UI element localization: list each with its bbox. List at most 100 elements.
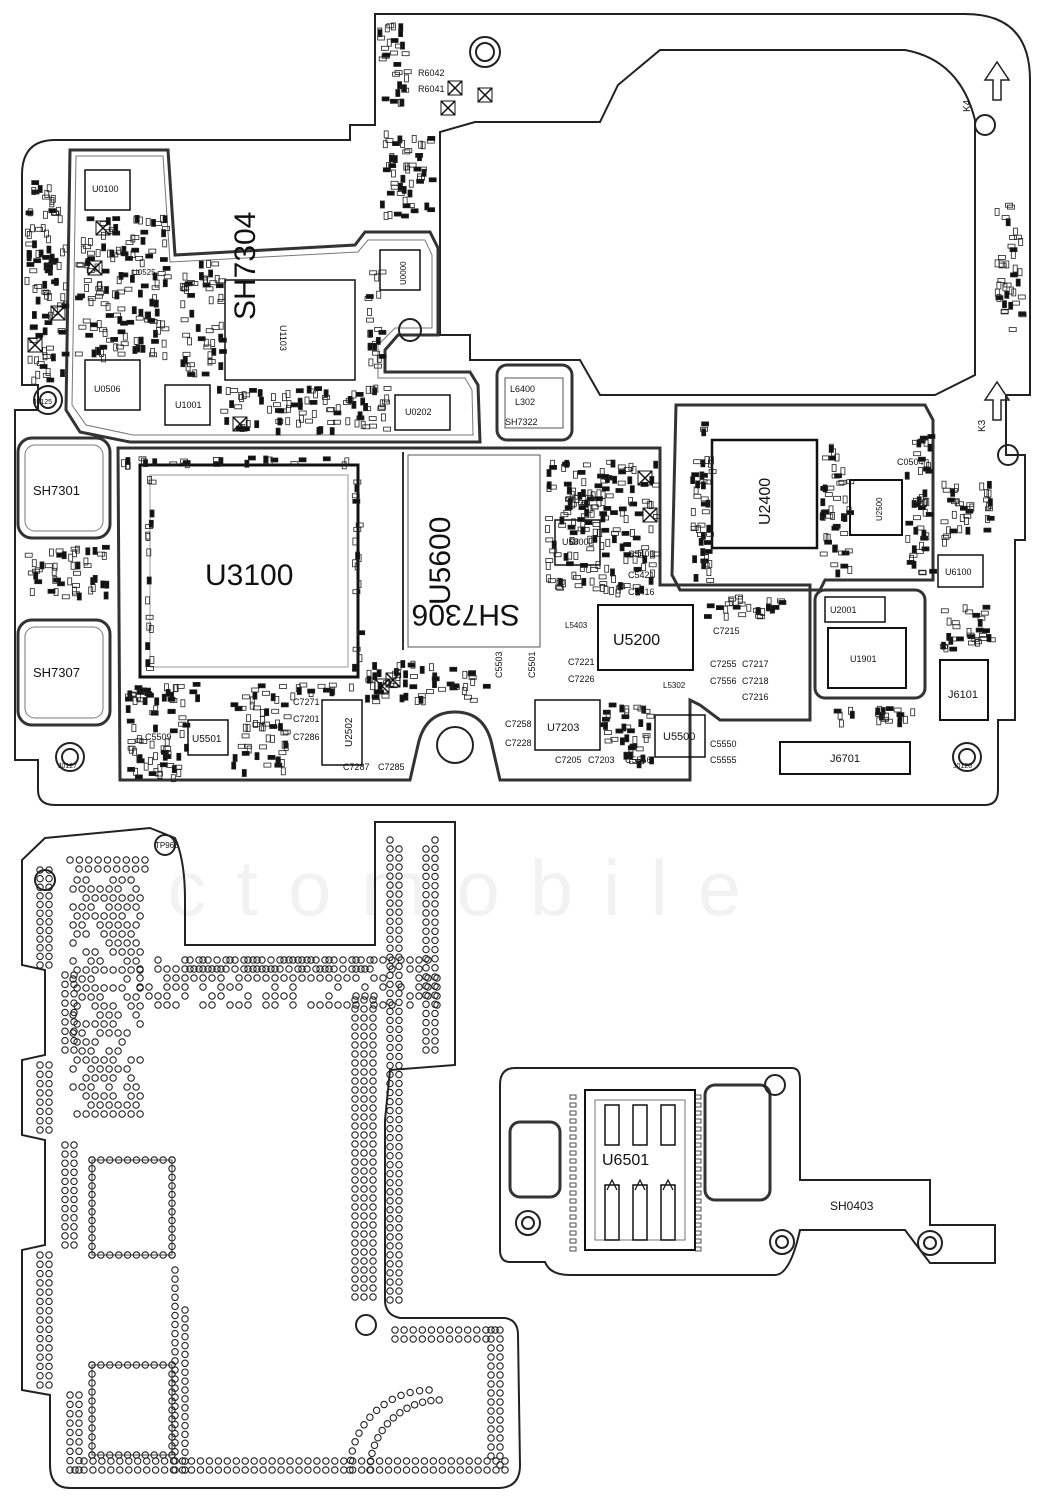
ball-pad — [277, 1457, 285, 1465]
sim-side-pad — [694, 1158, 702, 1164]
smd-pad — [309, 399, 318, 405]
smd-pad — [397, 183, 403, 192]
ball-pad — [240, 965, 248, 973]
ball-pad — [105, 921, 113, 929]
smd-pad — [842, 495, 848, 504]
ball-pad — [132, 885, 140, 893]
ball-pad — [36, 918, 44, 926]
smd-pad — [606, 459, 615, 465]
smd-pad — [138, 308, 144, 317]
smd-pad — [135, 255, 144, 261]
ball-pad — [181, 1421, 189, 1430]
cross-mark-box — [440, 100, 456, 116]
label-c5556: C5556 — [625, 755, 652, 765]
ball-pad — [496, 1353, 504, 1361]
smd-pad — [909, 552, 918, 558]
smd-pad — [99, 327, 107, 333]
ball-pad — [360, 1041, 368, 1049]
ball-pad — [69, 1029, 77, 1037]
ball-pad — [241, 1466, 249, 1474]
smd-pad — [135, 315, 144, 321]
ball-pad — [369, 1185, 377, 1193]
ball-pad — [360, 1095, 368, 1103]
label-c7287: C7287 — [343, 762, 370, 772]
ball-pad — [316, 1001, 324, 1009]
smd-pad — [383, 426, 392, 432]
ball-pad — [159, 1156, 167, 1164]
ball-pad — [160, 1457, 169, 1465]
smd-pad — [81, 245, 86, 254]
ball-pad — [45, 1279, 53, 1287]
smd-pad — [986, 489, 992, 498]
main-board-cutout — [439, 49, 976, 396]
ball-pad — [45, 1288, 53, 1296]
ball-pad — [501, 1457, 509, 1465]
ball-pad — [431, 872, 439, 881]
smd-pad — [941, 535, 950, 540]
smd-pad — [966, 502, 975, 508]
ball-pad — [223, 1466, 232, 1474]
ball-pad — [70, 1159, 78, 1167]
smd-pad — [117, 329, 126, 335]
smd-pad — [604, 730, 612, 735]
ball-pad — [258, 956, 266, 964]
ball-pad — [36, 1334, 44, 1343]
ball-pad — [82, 894, 90, 902]
ball-pad — [454, 1326, 463, 1334]
smd-pad — [187, 337, 193, 346]
ball-pad — [351, 1185, 359, 1193]
ball-pad — [351, 1212, 359, 1220]
ball-pad — [181, 1457, 189, 1465]
smd-pad — [63, 282, 68, 291]
smd-pad — [383, 211, 389, 220]
ball-pad — [123, 1251, 132, 1259]
ball-pad — [369, 1131, 377, 1139]
smd-pad — [242, 723, 248, 732]
smd-pad — [47, 588, 56, 594]
smd-pad — [951, 620, 960, 626]
smd-pad — [746, 603, 752, 612]
ball-pad — [109, 1074, 117, 1082]
label-u0525: U0525 — [132, 268, 156, 277]
ball-pad — [431, 891, 439, 899]
ball-pad — [75, 1419, 83, 1427]
ball-pad — [82, 912, 90, 920]
ball-pad — [45, 1260, 53, 1269]
ball-pad — [136, 1056, 144, 1064]
connector-j6701 — [779, 741, 911, 775]
ball-pad — [431, 1009, 439, 1018]
smd-pad — [44, 268, 53, 274]
smd-pad — [942, 487, 951, 493]
ball-pad — [132, 1156, 141, 1164]
sim-tray-inner — [594, 1099, 686, 1241]
ball-pad — [186, 965, 194, 973]
smd-pad — [348, 683, 354, 692]
ball-pad — [98, 1457, 106, 1465]
ball-pad — [123, 1065, 131, 1073]
ball-pad — [422, 936, 430, 945]
smd-pad — [126, 718, 135, 724]
ball-pad — [70, 1213, 78, 1222]
smd-pad — [267, 755, 276, 760]
ball-pad — [45, 1344, 53, 1352]
smd-pad — [296, 419, 301, 428]
ball-pad — [250, 1466, 258, 1474]
ball-pad — [61, 1186, 69, 1195]
ball-pad — [231, 965, 239, 973]
smd-pad — [372, 662, 378, 670]
smd-pad — [547, 578, 556, 584]
label-u2001: U2001 — [830, 605, 857, 615]
smd-pad — [218, 278, 227, 284]
ball-pad — [91, 1056, 99, 1064]
smd-pad — [979, 636, 988, 641]
smd-pad — [390, 22, 396, 31]
ball-pad — [106, 1361, 114, 1369]
label-c7217: C7217 — [742, 659, 769, 669]
smd-pad — [149, 352, 158, 358]
smd-pad — [1010, 272, 1018, 278]
ball-pad — [436, 1326, 445, 1334]
cross-mark-line — [232, 416, 248, 432]
smd-pad — [322, 395, 330, 400]
smd-pad — [145, 659, 151, 667]
ball-pad — [271, 965, 279, 973]
